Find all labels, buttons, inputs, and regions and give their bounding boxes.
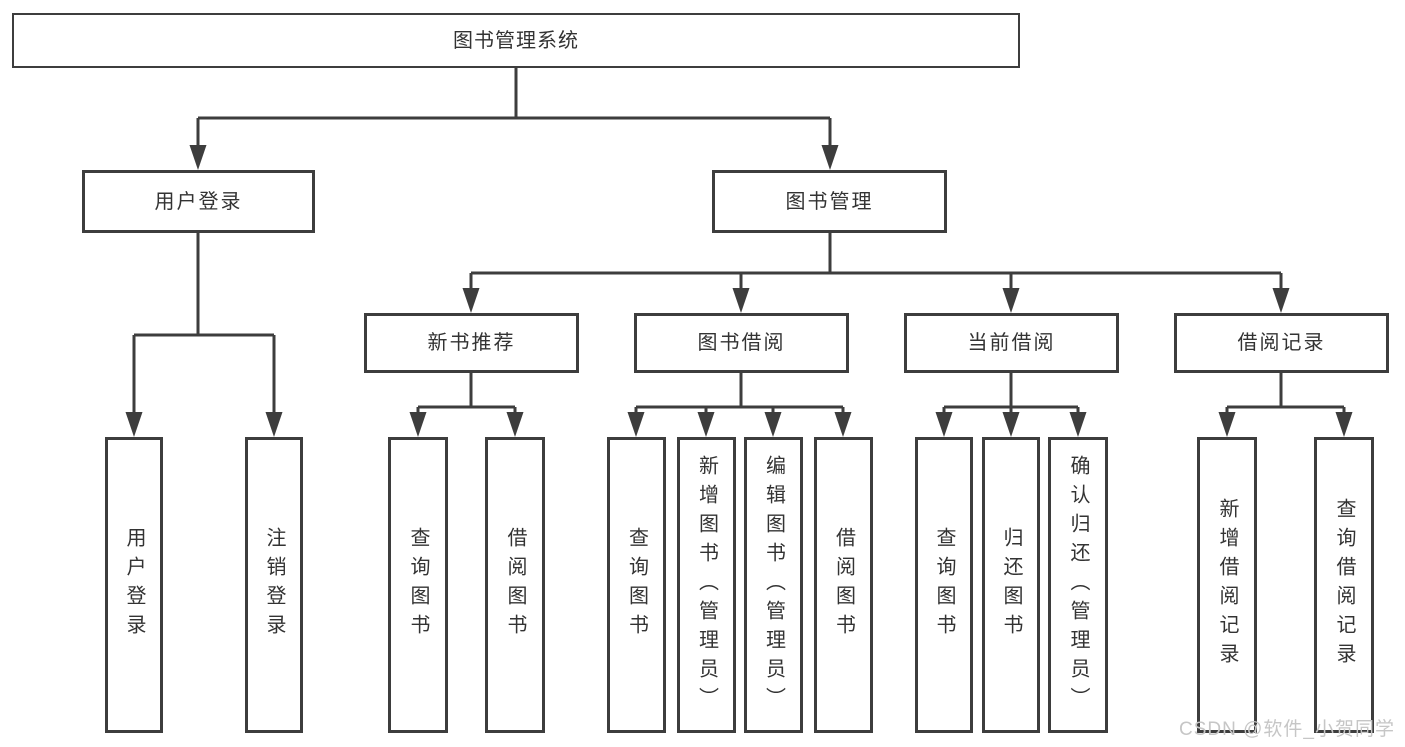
node-book-borrow: 图书借阅 — [634, 313, 849, 373]
node-add-borrow-record: 新增借阅记录 — [1197, 437, 1257, 733]
node-new-book-recommend: 新书推荐 — [364, 313, 579, 373]
node-book-management: 图书管理 — [712, 170, 947, 233]
node-user-login: 用户登录 — [82, 170, 315, 233]
node-query-books-recommend: 查询图书 — [388, 437, 448, 733]
node-library-management-system: 图书管理系统 — [12, 13, 1020, 68]
node-query-books-borrow: 查询图书 — [607, 437, 666, 733]
node-return-book: 归还图书 — [982, 437, 1040, 733]
node-user-login-leaf: 用户登录 — [105, 437, 163, 733]
node-query-books-current: 查询图书 — [915, 437, 973, 733]
node-borrow-books-recommend: 借阅图书 — [485, 437, 545, 733]
node-current-borrow: 当前借阅 — [904, 313, 1119, 373]
node-confirm-return-admin: 确认归还（管理员） — [1048, 437, 1108, 733]
node-logout-leaf: 注销登录 — [245, 437, 303, 733]
csdn-watermark: CSDN @软件_小贺同学 — [1179, 719, 1395, 740]
node-edit-book-admin: 编辑图书（管理员） — [744, 437, 803, 733]
node-query-borrow-record: 查询借阅记录 — [1314, 437, 1374, 733]
node-borrow-books-leaf: 借阅图书 — [814, 437, 873, 733]
node-add-book-admin: 新增图书（管理员） — [677, 437, 736, 733]
node-borrow-records: 借阅记录 — [1174, 313, 1389, 373]
